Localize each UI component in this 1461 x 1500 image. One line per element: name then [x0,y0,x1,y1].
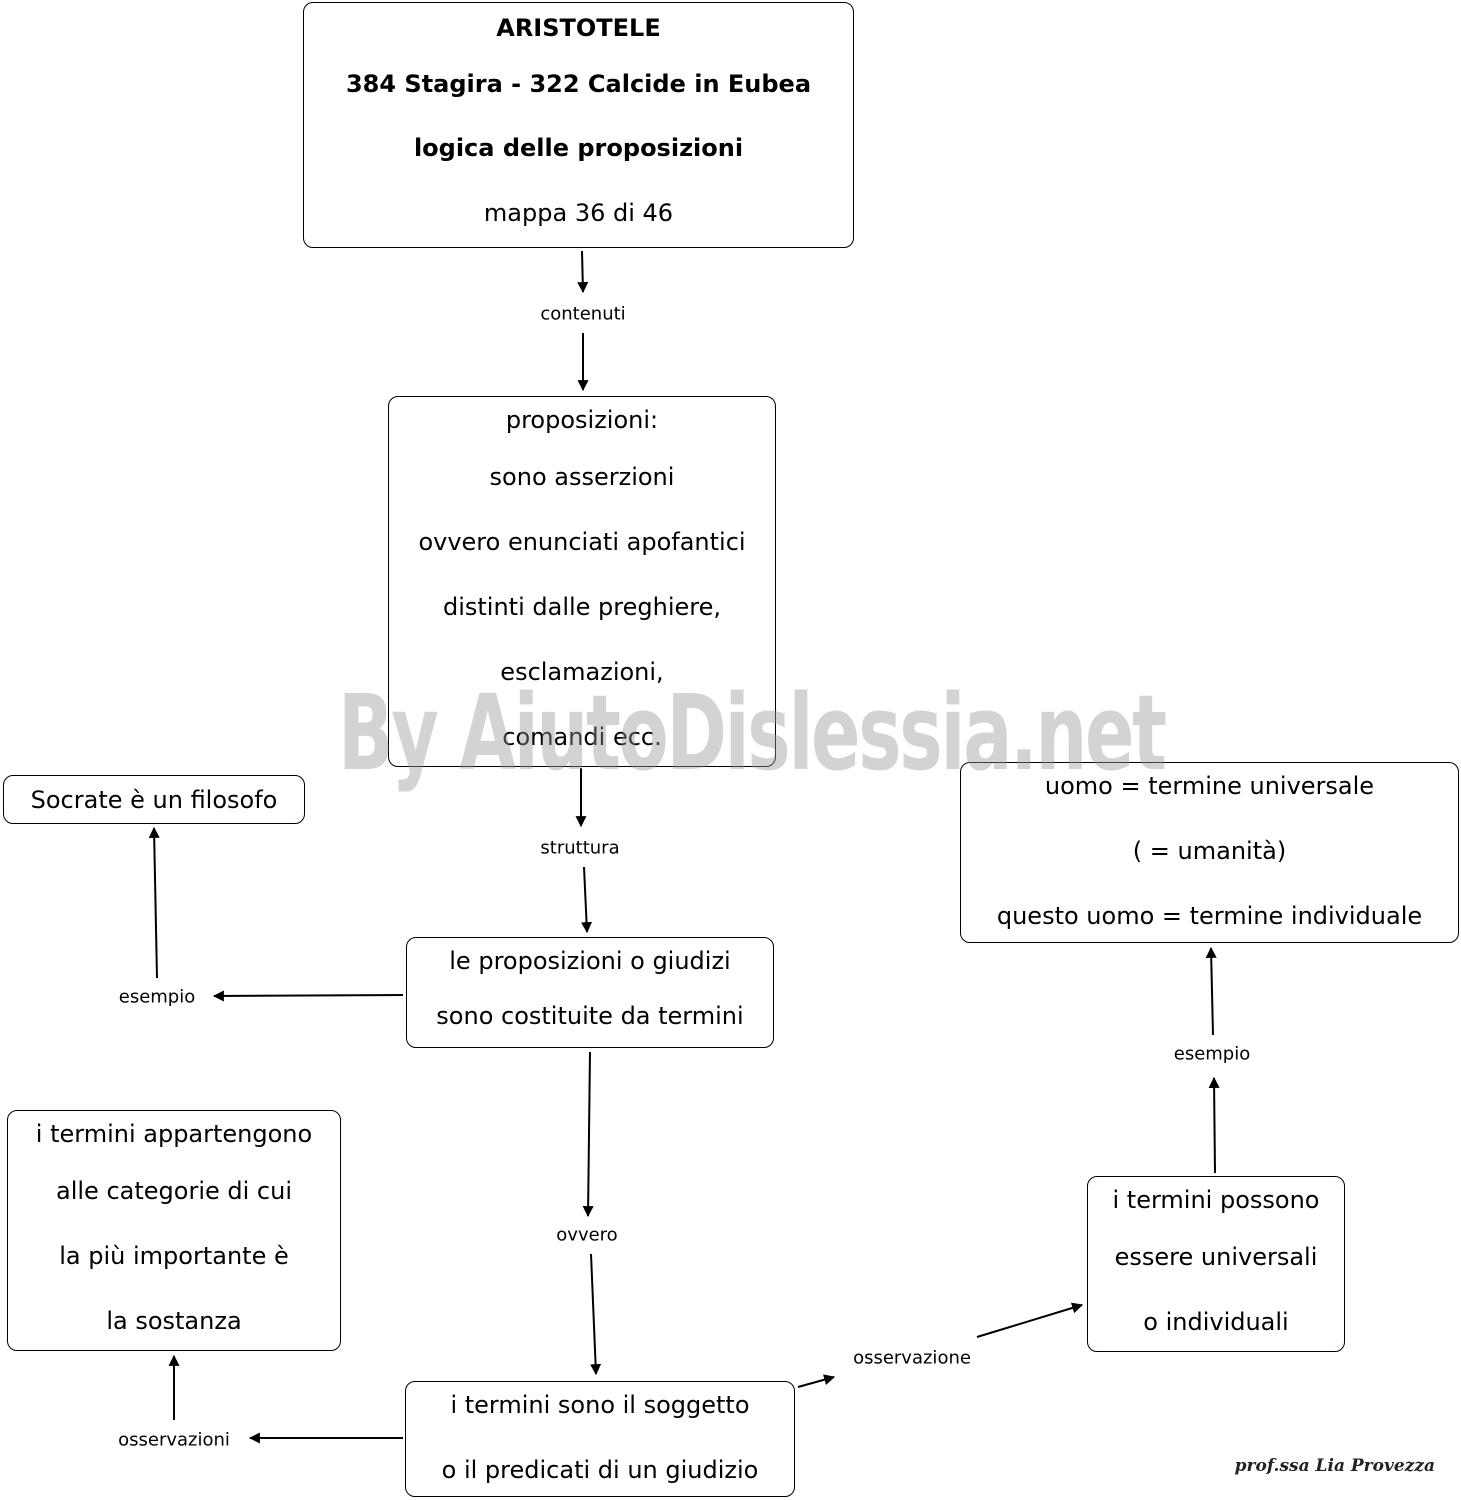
node-aristotele-subject: logica delle proposizioni [413,134,744,162]
node-possono-line: o individuali [1143,1308,1289,1336]
node-possono: i termini possono essere universali o in… [1087,1176,1345,1352]
link-label-osservazioni: osservazioni [118,1429,230,1451]
node-uomo-line: ( = umanità) [1132,837,1287,865]
node-proposizioni-line: proposizioni: [505,406,659,434]
node-categorie-line: i termini appartengono [35,1120,313,1148]
node-uomo-line: questo uomo = termine individuale [996,902,1423,930]
node-categorie-line: alle categorie di cui [56,1177,292,1205]
node-socrate: Socrate è un filosofo [3,775,305,824]
node-proposizioni-line: ovvero enunciati apofantici [418,528,746,556]
node-uomo: uomo = termine universale ( = umanità) q… [960,762,1459,943]
node-categorie-line: la più importante è [59,1242,289,1270]
link-label-contenuti: contenuti [540,303,626,325]
link-label-esempio-right: esempio [1173,1043,1251,1065]
node-possono-line: essere universali [1114,1243,1318,1271]
link-label-struttura: struttura [540,837,620,859]
node-proposizioni-line: sono asserzioni [489,463,675,491]
link-label-ovvero: ovvero [556,1224,618,1246]
connector-giudizi-esempio [212,990,404,1002]
node-soggetto-line: i termini sono il soggetto [450,1391,750,1419]
connector-ovvero-soggetto [590,1253,602,1376]
connector-soggetto-osservazione [797,1374,836,1388]
node-proposizioni: proposizioni: sono asserzioni ovvero enu… [388,396,776,767]
connector-title-contenuti [577,250,589,294]
node-aristotele-title: ARISTOTELE [496,14,661,42]
node-socrate-text: Socrate è un filosofo [30,785,278,814]
link-label-osservazione: osservazione [853,1347,971,1369]
node-giudizi-line: sono costituite da termini [436,1002,744,1030]
node-categorie-line: la sostanza [106,1307,242,1335]
node-proposizioni-line: comandi ecc. [502,723,662,751]
link-label-esempio-left: esempio [118,986,196,1008]
node-aristotele-map-number: mappa 36 di 46 [483,199,674,227]
author-signature: prof.ssa Lia Provezza [1234,1456,1435,1476]
node-aristotele-dates: 384 Stagira - 322 Calcide in Eubea [345,70,812,98]
connector-struttura-giudizi [581,866,593,934]
node-categorie: i termini appartengono alle categorie di… [7,1110,341,1351]
node-aristotele: ARISTOTELE 384 Stagira - 322 Calcide in … [303,2,854,248]
connector-giudizi-ovvero [582,1051,594,1218]
node-soggetto-line: o il predicati di un giudizio [441,1456,759,1484]
node-giudizi-line: le proposizioni o giudizi [449,947,731,975]
connector-esempio-socrate [148,826,160,979]
connector-osservazione-possono [976,1302,1084,1338]
node-proposizioni-line: distinti dalle preghiere, [442,593,722,621]
connector-esempio-uomo [1205,946,1217,1036]
node-soggetto: i termini sono il soggetto o il predicat… [405,1381,795,1497]
node-proposizioni-line: esclamazioni, [500,658,664,686]
node-uomo-line: uomo = termine universale [1044,772,1375,800]
node-possono-line: i termini possono [1112,1186,1320,1214]
connector-possono-esempio [1208,1076,1220,1174]
node-giudizi: le proposizioni o giudizi sono costituit… [406,937,774,1048]
